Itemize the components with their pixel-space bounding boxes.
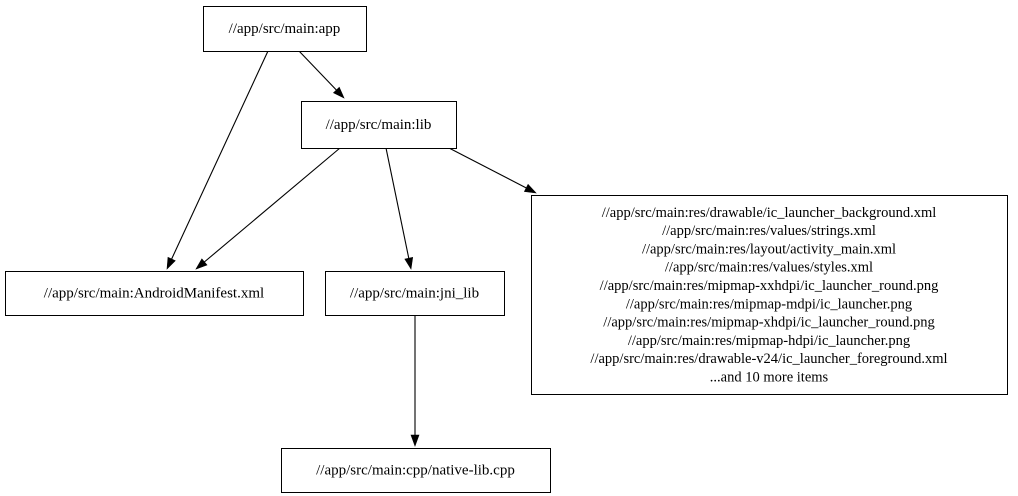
nodes-layer: //app/src/main:app //app/src/main:lib //ap…	[5, 6, 551, 493]
cluster-node-layer: //app/src/main:res/drawable/ic_launcher_…	[531, 195, 1008, 395]
node-label-line: //app/src/main:res/values/styles.xml	[665, 260, 873, 276]
node-box	[531, 195, 1008, 395]
edge-arrowhead	[166, 256, 176, 270]
node-label-line: //app/src/main:res/layout/activity_main.…	[642, 241, 896, 257]
graph-node-manifest[interactable]: //app/src/main:AndroidManifest.xml	[5, 271, 304, 316]
edges-layer	[166, 50, 537, 447]
node-box	[281, 448, 551, 493]
edge-arrowhead	[523, 183, 537, 194]
node-label: //app/src/main:jni_lib	[350, 285, 479, 301]
edge-line	[448, 147, 528, 190]
edge-line	[202, 147, 341, 264]
graph-node-resources[interactable]: //app/src/main:res/drawable/ic_launcher_…	[531, 195, 1008, 395]
node-box	[301, 101, 457, 149]
edge-line	[298, 50, 338, 92]
graph-edge-lib-to-resources	[448, 147, 537, 194]
node-label-line: //app/src/main:res/values/strings.xml	[662, 223, 876, 239]
edge-line	[170, 50, 269, 261]
node-label-line: ...and 10 more items	[710, 370, 829, 386]
node-label-line: //app/src/main:res/drawable-v24/ic_launc…	[590, 351, 947, 367]
node-label: //app/src/main:app	[229, 21, 341, 37]
node-label-line: //app/src/main:res/drawable/ic_launcher_…	[602, 205, 937, 221]
node-label: //app/src/main:AndroidManifest.xml	[44, 285, 264, 301]
graph-node-jni_lib[interactable]: //app/src/main:jni_lib	[325, 271, 505, 316]
graph-node-lib[interactable]: //app/src/main:lib	[301, 101, 457, 149]
graph-node-native_lib[interactable]: //app/src/main:cpp/native-lib.cpp	[281, 448, 551, 493]
edge-arrowhead	[195, 258, 208, 270]
graph-node-app[interactable]: //app/src/main:app	[203, 6, 367, 52]
edge-arrowhead	[410, 434, 420, 447]
node-label-line: //app/src/main:res/mipmap-xhdpi/ic_launc…	[603, 315, 934, 331]
edge-arrowhead	[404, 257, 414, 270]
node-label: //app/src/main:cpp/native-lib.cpp	[316, 462, 515, 478]
node-label-line: //app/src/main:res/mipmap-hdpi/ic_launch…	[628, 333, 910, 349]
graph-edge-jni-lib-to-native-lib	[410, 315, 420, 447]
node-label: //app/src/main:lib	[326, 117, 432, 133]
node-label-line: //app/src/main:res/mipmap-xxhdpi/ic_laun…	[600, 278, 939, 294]
graph-edge-app-to-lib	[298, 50, 345, 99]
edge-line	[385, 147, 410, 260]
node-label-line: //app/src/main:res/mipmap-mdpi/ic_launch…	[626, 296, 912, 312]
node-box	[203, 6, 367, 52]
graph-edge-app-to-manifest	[166, 50, 269, 270]
graph-edge-lib-to-jni-lib	[385, 147, 414, 270]
edge-arrowhead	[332, 86, 345, 99]
graph-edge-lib-to-manifest	[195, 147, 341, 270]
node-box	[325, 271, 505, 316]
node-box	[5, 271, 304, 316]
